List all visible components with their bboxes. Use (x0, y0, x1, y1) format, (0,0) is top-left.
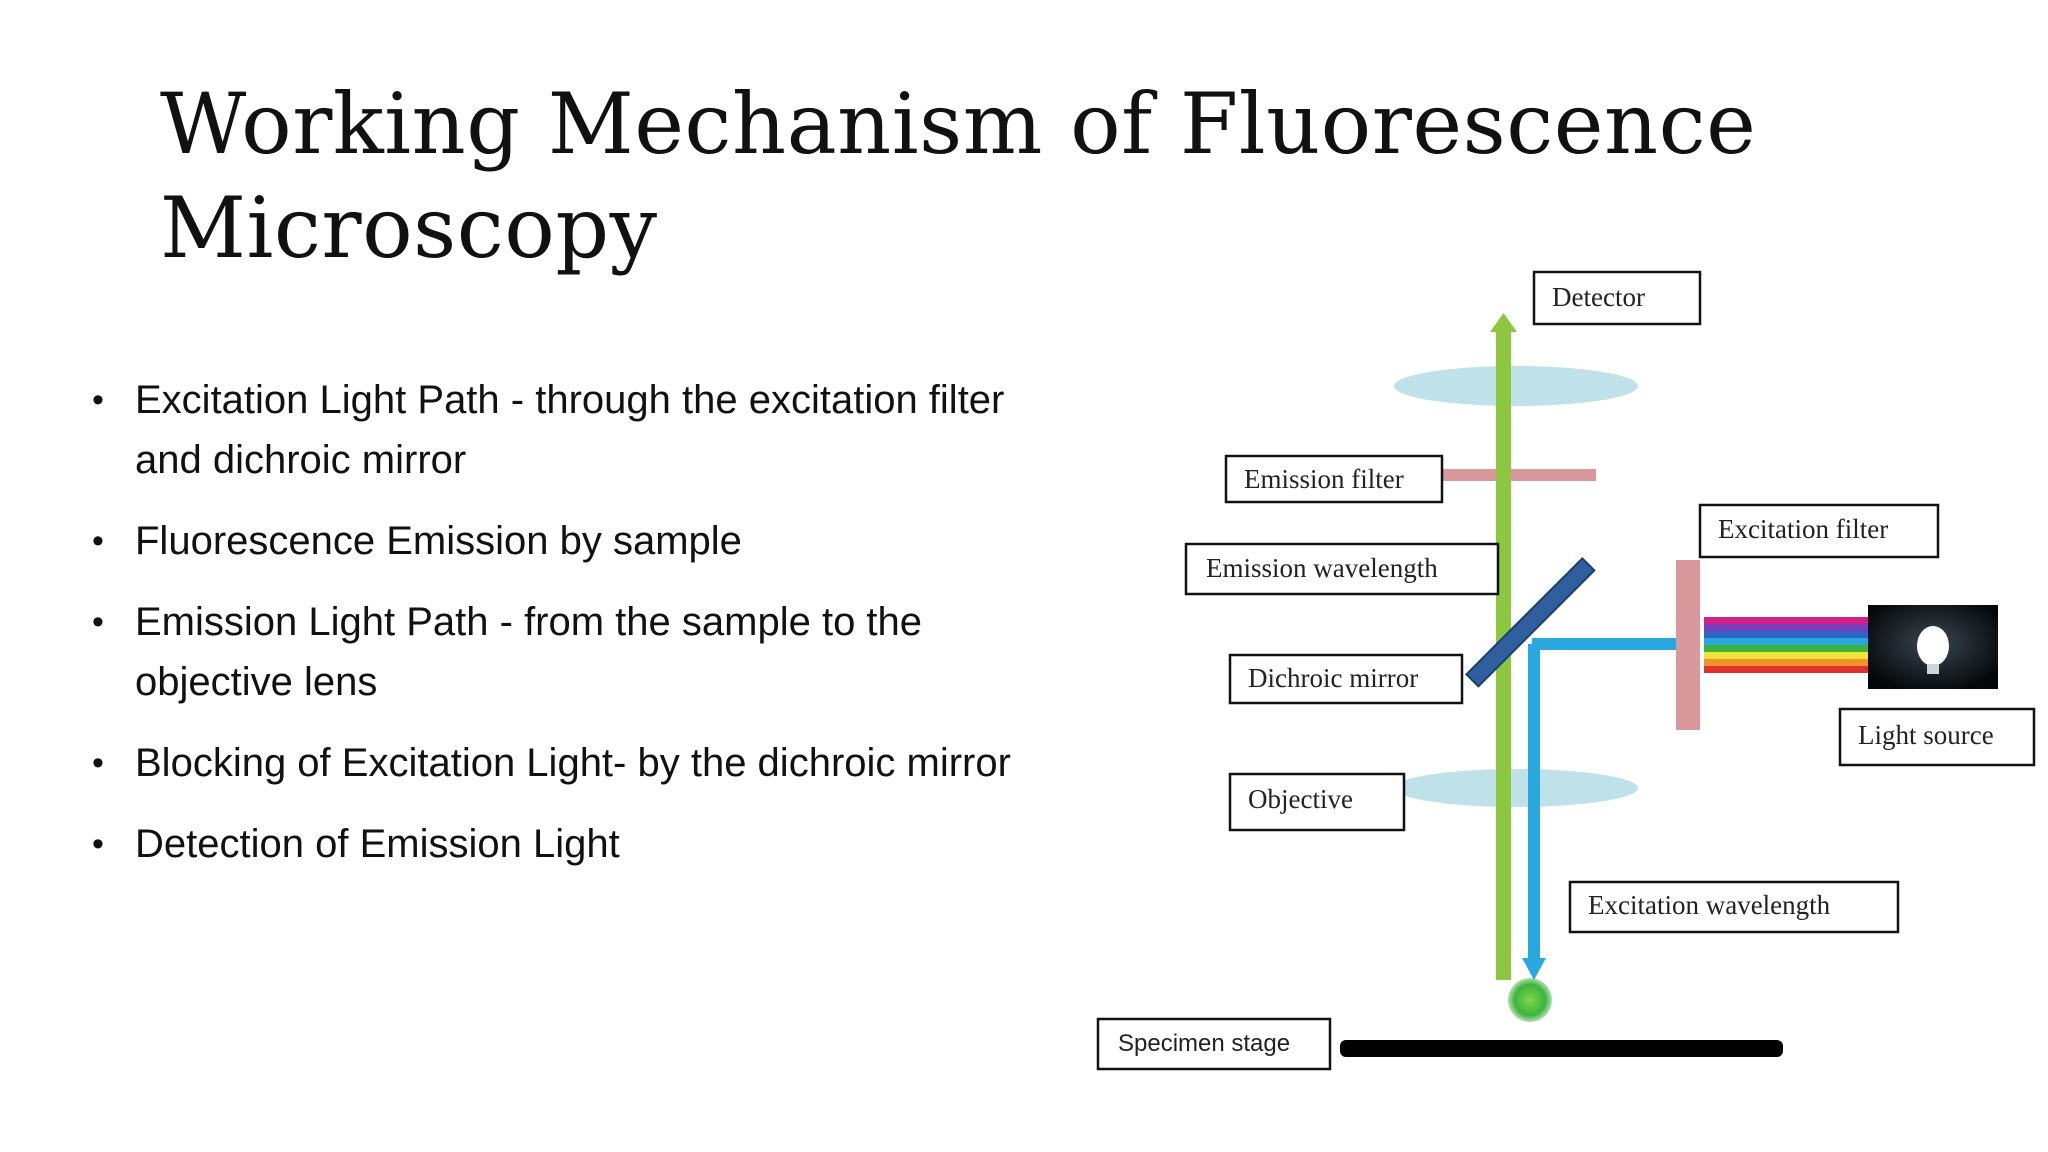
light-bulb-icon (1868, 605, 1998, 689)
arrow-down-icon (1522, 958, 1546, 980)
label-light-source-text: Light source (1858, 720, 1994, 750)
label-detector-text: Detector (1552, 282, 1645, 312)
label-dichroic-mirror: Dichroic mirror (1228, 653, 1464, 705)
bullet-item: Emission Light Path - from the sample to… (92, 592, 1082, 712)
label-dichroic-mirror-text: Dichroic mirror (1248, 663, 1418, 693)
emission-filter-bar (1432, 469, 1596, 481)
bullet-list: Excitation Light Path - through the exci… (92, 370, 1082, 895)
label-excitation-filter: Excitation filter (1698, 503, 1940, 559)
label-objective-text: Objective (1248, 784, 1353, 814)
label-light-source: Light source (1838, 707, 2036, 767)
upper-lens (1394, 366, 1638, 406)
label-objective: Objective (1228, 772, 1406, 832)
excitation-path-vertical (1528, 644, 1540, 960)
label-specimen-stage: Specimen stage (1096, 1017, 1332, 1071)
slide-title: Working Mechanism of Fluorescence Micros… (160, 72, 1760, 280)
label-emission-wavelength: Emission wavelength (1184, 542, 1500, 596)
bullet-item: Detection of Emission Light (92, 814, 1082, 874)
objective-lens (1394, 769, 1638, 807)
arrow-up-icon (1490, 313, 1517, 332)
label-excitation-filter-text: Excitation filter (1718, 514, 1888, 544)
bullet-item: Blocking of Excitation Light- by the dic… (92, 733, 1082, 793)
label-emission-filter-text: Emission filter (1244, 464, 1404, 494)
label-specimen-stage-text: Specimen stage (1118, 1030, 1290, 1057)
specimen-stage-bar (1340, 1040, 1783, 1057)
label-detector: Detector (1532, 270, 1702, 326)
bullet-item: Fluorescence Emission by sample (92, 511, 1082, 571)
label-emission-wavelength-text: Emission wavelength (1206, 553, 1438, 583)
label-emission-filter: Emission filter (1224, 454, 1444, 504)
title-line-1: Working Mechanism of Fluorescence (160, 75, 1757, 173)
rainbow-beam-icon (1704, 617, 1868, 673)
excitation-filter-bar (1676, 560, 1700, 730)
label-excitation-wavelength: Excitation wavelength (1568, 880, 1900, 934)
dichroic-mirror (1464, 556, 1596, 688)
excitation-path-horizontal (1532, 638, 1676, 650)
title-line-2: Microscopy (160, 179, 658, 277)
label-excitation-wavelength-text: Excitation wavelength (1588, 890, 1831, 920)
bullet-item: Excitation Light Path - through the exci… (92, 370, 1082, 490)
specimen-icon (1508, 978, 1552, 1022)
